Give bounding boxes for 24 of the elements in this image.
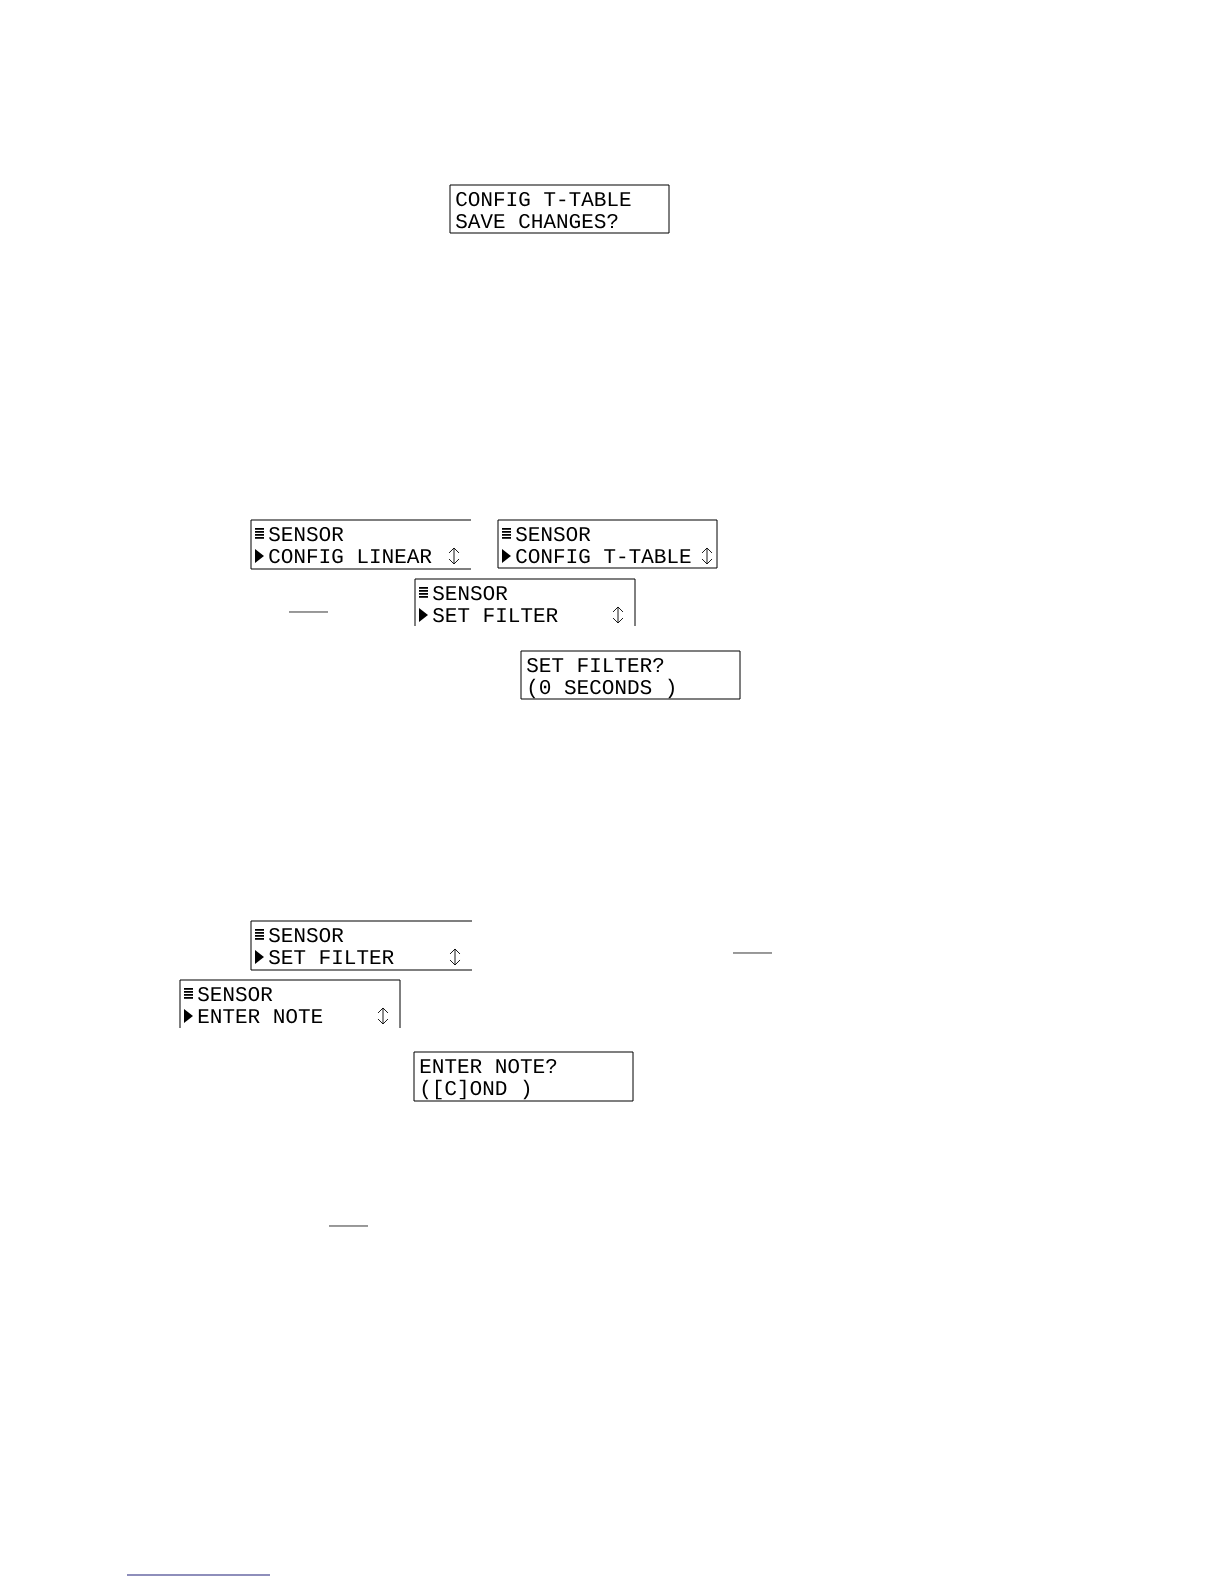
display-text: CONFIG T-TABLE — [456, 191, 631, 207]
lcd-display — [520, 650, 741, 700]
lcd-display — [250, 519, 472, 570]
lcd-display — [250, 920, 473, 971]
display-text: SENSOR — [198, 986, 273, 1002]
display-text: SENSOR — [433, 585, 508, 601]
display-text: SENSOR — [516, 526, 591, 542]
lcd-display — [413, 1051, 634, 1102]
display-text: SET FILTER — [269, 949, 394, 965]
lcd-display — [179, 979, 401, 1029]
lcd-display — [414, 578, 636, 627]
lcd-display — [449, 184, 670, 234]
lcd-display — [497, 519, 718, 569]
display-text: SENSOR — [269, 526, 344, 542]
display-text: SET FILTER — [433, 607, 558, 623]
display-text: ENTER NOTE? — [420, 1058, 557, 1074]
display-text: ENTER NOTE — [198, 1008, 323, 1024]
display-text: (0 SECONDS ) — [529, 678, 674, 699]
display-text: CONFIG T-TABLE — [516, 548, 691, 564]
display-text: ([C]OND ) — [422, 1079, 530, 1100]
display-text: CONFIG LINEAR — [269, 548, 432, 564]
display-text: SENSOR — [269, 927, 344, 943]
display-text: SAVE CHANGES? — [456, 213, 618, 229]
display-text: SET FILTER? — [527, 657, 664, 673]
